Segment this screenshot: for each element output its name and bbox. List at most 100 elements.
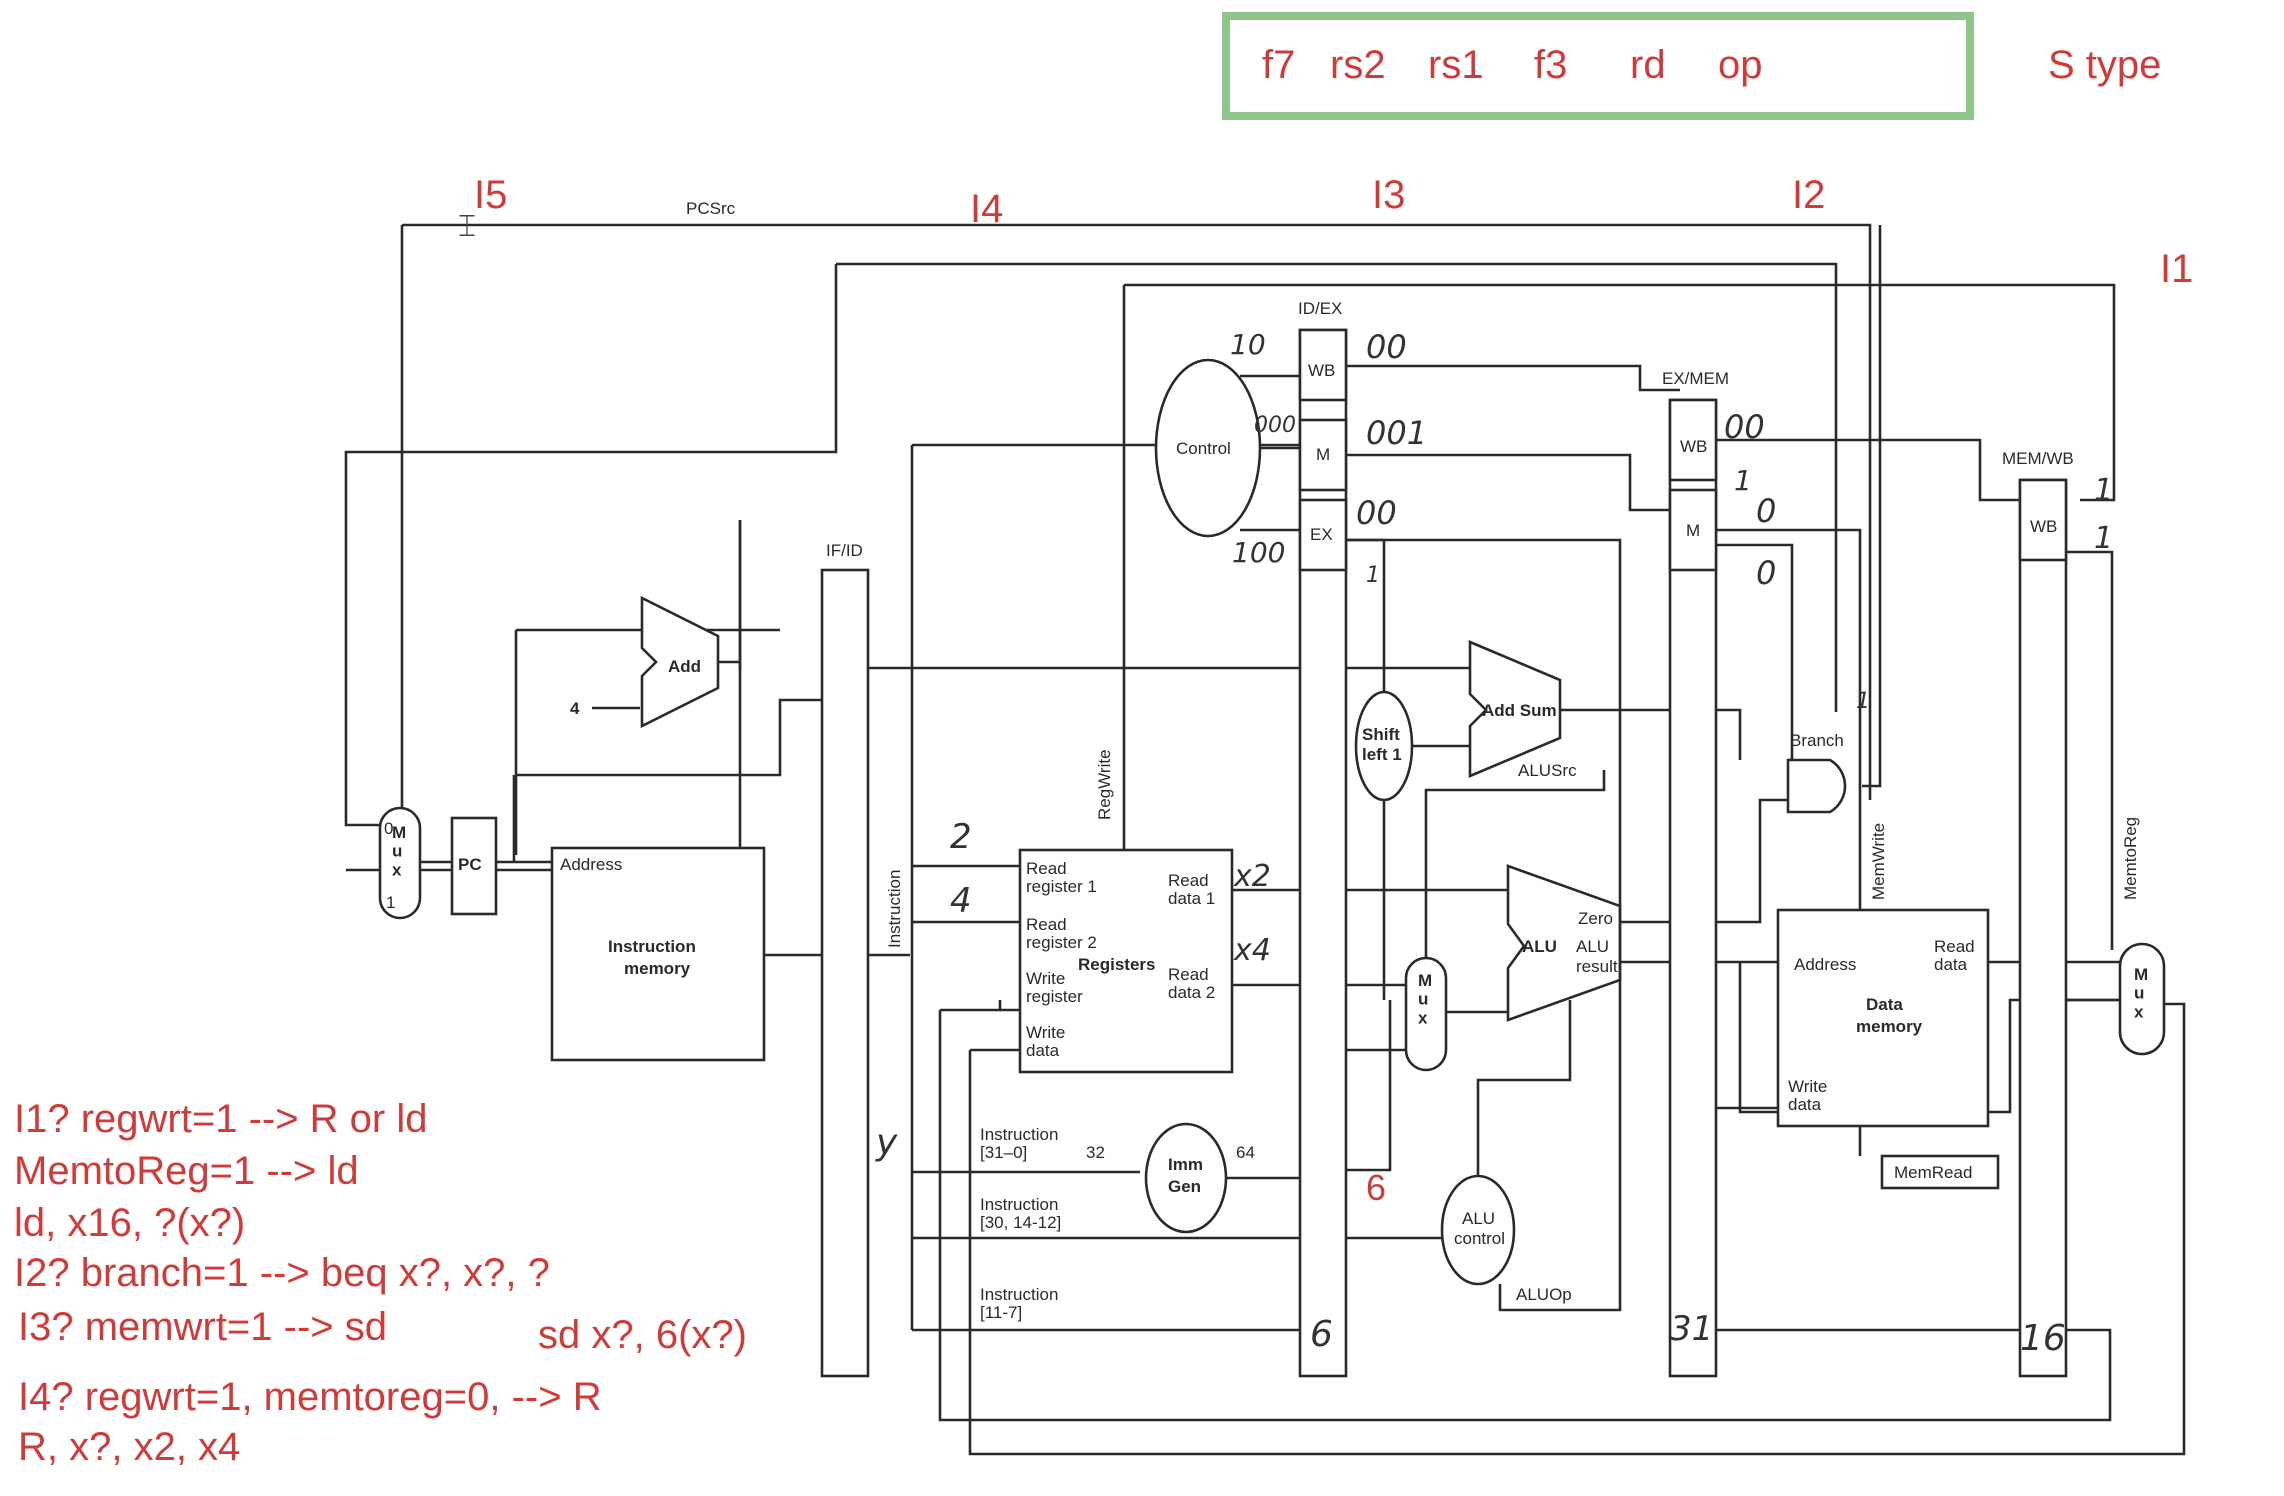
pc-mux-in1: 1 (386, 893, 395, 912)
note-line-6: sd x?, 6(x?) (538, 1313, 747, 1357)
alusrc-label: ALUSrc (1518, 761, 1577, 780)
instruction-label: Instruction (885, 870, 904, 948)
note-line-3: ld, x16, ?(x?) (14, 1201, 245, 1245)
wb-mux (2118, 942, 2166, 1056)
memread-label: MemRead (1894, 1163, 1972, 1182)
add-sum-label: Add Sum (1482, 701, 1557, 720)
hw-memwb-2: 1 (2094, 521, 2113, 556)
note-line-2: MemtoReg=1 --> ld (14, 1149, 359, 1193)
regwrite-label: RegWrite (1095, 749, 1114, 820)
hw-exmem-m3: 0 (1756, 554, 1776, 592)
alu-control-2: control (1454, 1229, 1505, 1248)
format-field-rd: rd (1630, 43, 1666, 87)
format-field-rs2: rs2 (1330, 43, 1386, 87)
aluop-label: ALUOp (1516, 1285, 1572, 1304)
exmem-label: EX/MEM (1662, 369, 1729, 388)
idex-m-label: M (1316, 445, 1330, 464)
memwb-wb-label: WB (2030, 517, 2057, 536)
exmem-wb (1668, 398, 1718, 482)
four-label: 4 (570, 699, 580, 718)
im-title-1: Instruction (608, 937, 696, 956)
dm-read-2: data (1934, 955, 1968, 974)
im-address: Address (560, 855, 622, 874)
hw-branch-mark: 1 (1856, 689, 1870, 714)
bits-32: 32 (1086, 1143, 1105, 1162)
memwb-wb (2018, 478, 2068, 562)
stage-label-i1: I1 (2160, 247, 2193, 291)
data-memory (1776, 908, 1990, 1128)
hw-idex-ex: 00 (1356, 494, 1397, 532)
memread-box (1880, 1154, 2000, 1190)
pcsrc-label: PCSrc (686, 199, 736, 218)
note-line-4: I2? branch=1 --> beq x?, x?, ? (14, 1251, 550, 1295)
idex-wb (1298, 328, 1348, 402)
exmem-m-label: M (1686, 521, 1700, 540)
pc-add (640, 595, 720, 729)
hw-ex-mark: 1 (1366, 563, 1380, 588)
registers-title: Registers (1078, 955, 1155, 974)
instruction-memory (550, 846, 766, 1062)
dm-write-2: data (1788, 1095, 1822, 1114)
branch-adder (1468, 640, 1562, 778)
memwb-register (2018, 478, 2068, 1378)
hw-ctl-1: 10 (1230, 328, 1266, 361)
dm-write-1: Write (1788, 1077, 1827, 1096)
format-type-label: S type (2048, 43, 2161, 87)
instr-31-0-a: Instruction (980, 1125, 1058, 1144)
alu-result-1: ALU (1576, 937, 1609, 956)
stage-label-i2: I2 (1792, 173, 1825, 217)
bits-64: 64 (1236, 1143, 1255, 1162)
pc-mux-in0: 0 (384, 819, 393, 838)
shift-2: left 1 (1362, 745, 1402, 764)
reg-read1-a: Read (1026, 859, 1067, 878)
dm-title-1: Data (1866, 995, 1903, 1014)
dm-read-1: Read (1934, 937, 1975, 956)
pc-register (450, 816, 498, 916)
pc-add-label: Add (668, 657, 701, 676)
exmem-wb-label: WB (1680, 437, 1707, 456)
reg-read2-a: Read (1026, 915, 1067, 934)
reg-write-data-b: data (1026, 1041, 1060, 1060)
alu-result-2: result (1576, 957, 1618, 976)
format-field-f7: f7 (1262, 43, 1295, 87)
hw-memwb-1: 1 (2094, 473, 2113, 508)
format-field-op: op (1718, 43, 1763, 87)
hw-rs2: 4 (950, 881, 972, 921)
cursor-icon: ⌶ (458, 210, 476, 243)
dm-address: Address (1794, 955, 1856, 974)
note-line-8: R, x?, x2, x4 (18, 1425, 240, 1469)
instr-31-0-b: [31–0] (980, 1143, 1027, 1162)
hw-ctl-3: 100 (1232, 536, 1285, 569)
imm-gen-2: Gen (1168, 1177, 1201, 1196)
idex-ex (1298, 498, 1348, 572)
hw-exmem-m2: 0 (1756, 492, 1776, 530)
hw-rd-exmem: 31 (1670, 1309, 1713, 1349)
reg-rd2-b: data 2 (1168, 983, 1215, 1002)
hw-y: y (875, 1122, 898, 1163)
memwrite-label: MemWrite (1869, 823, 1888, 900)
hw-rd2: x4 (1233, 933, 1271, 968)
branch-and-gate (1786, 758, 1847, 814)
hw-rd-memwb: 16 (2020, 1318, 2066, 1359)
pc-label: PC (458, 855, 482, 874)
hw-ctl-2: 000 (1254, 413, 1296, 438)
hw-rs1: 2 (950, 817, 972, 857)
shift-1: Shift (1362, 725, 1400, 744)
instr-30-b: [30, 14-12] (980, 1213, 1061, 1232)
format-field-rs1: rs1 (1428, 43, 1484, 87)
reg-rd1-b: data 1 (1168, 889, 1215, 908)
format-field-f3: f3 (1534, 43, 1567, 87)
control-label: Control (1176, 439, 1231, 458)
instr-11-7-b: [11-7] (980, 1303, 1022, 1322)
format-box (1222, 12, 1974, 120)
reg-read1-b: register 1 (1026, 877, 1097, 896)
stage-label-i5: I5 (474, 173, 507, 217)
note-line-1: I1? regwrt=1 --> R or ld (14, 1097, 428, 1141)
reg-rd1-a: Read (1168, 871, 1209, 890)
note-line-7: I4? regwrt=1, memtoreg=0, --> R (18, 1375, 602, 1419)
reg-write-reg-a: Write (1026, 969, 1065, 988)
stage-label-i3: I3 (1372, 173, 1405, 217)
